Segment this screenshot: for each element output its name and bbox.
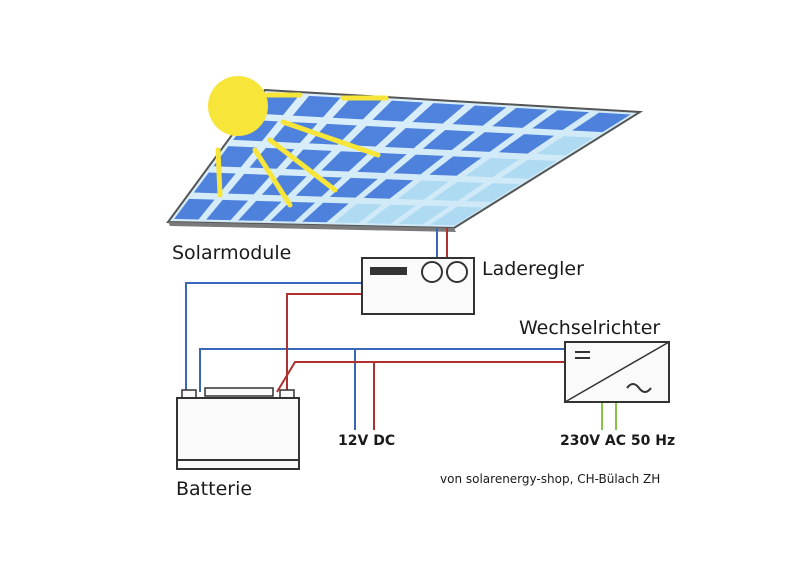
solar-cell	[334, 203, 383, 224]
solar-cell	[430, 206, 483, 226]
solar-cell	[357, 152, 407, 173]
solar-cell	[270, 201, 316, 222]
battery-inverter-negative-wire	[199, 348, 565, 392]
solar-cell	[460, 132, 515, 152]
solar-cell	[429, 156, 482, 176]
solar-cell	[536, 136, 594, 156]
solar-cell	[174, 198, 215, 220]
charge-controller-icon	[361, 257, 475, 315]
solar-cell	[422, 130, 476, 151]
solar-cell	[332, 98, 382, 120]
solar-cell	[465, 183, 520, 202]
solar-cell	[572, 112, 631, 133]
solar-cell	[271, 121, 318, 143]
solar-cell	[492, 107, 548, 128]
solar-cell	[292, 95, 341, 118]
solar-cell	[329, 177, 378, 198]
solar-cell	[238, 200, 282, 221]
label-credit: von solarenergy-shop, CH-Bülach ZH	[440, 472, 661, 486]
solar-cell	[213, 146, 257, 168]
solar-cell	[346, 125, 397, 147]
solar-cell	[193, 172, 236, 194]
solar-cell	[431, 181, 485, 201]
solar-cell	[412, 103, 465, 124]
solar-cell	[366, 204, 416, 224]
solar-cell	[308, 123, 357, 145]
battery-inverter-positive-wire	[276, 361, 565, 393]
wiring	[185, 228, 617, 430]
solar-cell	[285, 149, 332, 171]
controller-battery-positive-wire	[286, 293, 362, 392]
solar-cell	[363, 179, 414, 199]
solar-cell	[452, 105, 507, 126]
label-battery: Batterie	[176, 478, 253, 500]
label-charge-controller: Laderegler	[482, 258, 584, 280]
solar-cell	[397, 180, 449, 200]
label-ac-output: 230V AC 50 Hz	[560, 433, 676, 449]
solar-cell	[384, 127, 436, 149]
solar-cell	[302, 202, 349, 223]
solar-cell	[321, 151, 370, 172]
solar-cell	[372, 100, 424, 122]
label-solar-modules: Solarmodule	[172, 242, 292, 264]
solar-cell	[501, 159, 557, 179]
controller-battery-negative-wire	[185, 282, 362, 392]
solar-cell	[261, 175, 307, 196]
solar-cell	[206, 199, 249, 221]
solar-cell	[227, 173, 272, 195]
label-dc-voltage: 12V DC	[338, 433, 396, 449]
solar-cell	[498, 134, 555, 154]
inverter-icon	[564, 341, 670, 403]
solar-cell	[532, 110, 590, 131]
label-inverter: Wechselrichter	[519, 317, 661, 339]
solar-cell	[465, 158, 520, 178]
solar-cell	[295, 176, 343, 197]
solar-cell	[393, 154, 445, 175]
sun-icon	[208, 76, 389, 208]
solar-cell	[398, 205, 450, 225]
battery-icon	[176, 387, 300, 470]
